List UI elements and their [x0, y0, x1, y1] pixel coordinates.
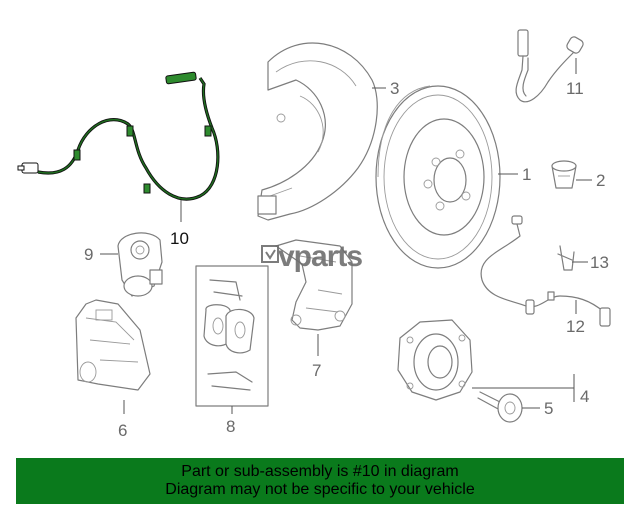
part-3-dust-shield[interactable] [257, 42, 378, 221]
part-6-caliper[interactable] [75, 299, 151, 391]
callout-6[interactable]: 6 [118, 421, 127, 440]
callout-12[interactable]: 12 [566, 317, 585, 336]
banner-line-1: Part or sub-assembly is #10 in diagram [181, 463, 459, 480]
callout-1[interactable]: 1 [522, 165, 531, 184]
banner-line-2: Diagram may not be specific to your vehi… [165, 481, 475, 498]
part-4-wheel-hub[interactable] [397, 319, 473, 401]
callout-4[interactable]: 4 [580, 387, 589, 406]
callout-13[interactable]: 13 [590, 253, 609, 272]
watermark-text: vparts [278, 240, 362, 273]
callout-2[interactable]: 2 [596, 171, 605, 190]
callout-11[interactable]: 11 [566, 79, 584, 98]
callout-8[interactable]: 8 [226, 417, 235, 436]
part-12-sensor-cable[interactable] [480, 215, 611, 327]
part-5-axle-bolt[interactable] [477, 391, 523, 423]
vparts-watermark: vparts [261, 240, 363, 273]
callout-9[interactable]: 9 [84, 245, 93, 264]
part-9-actuator-motor[interactable] [117, 232, 163, 297]
callout-3[interactable]: 3 [390, 79, 399, 98]
part-10-wear-sensor[interactable] [17, 71, 220, 201]
info-banner: Part or sub-assembly is #10 in diagram D… [16, 458, 624, 504]
part-8-brake-pad-kit[interactable] [195, 265, 269, 407]
part-11-wear-sensor-rear[interactable] [515, 29, 585, 103]
part-1-brake-rotor[interactable] [375, 85, 501, 269]
part-13-clip[interactable] [557, 245, 575, 271]
callout-7[interactable]: 7 [312, 361, 321, 380]
callout-10[interactable]: 10 [170, 229, 189, 248]
part-7-caliper-carrier[interactable] [275, 239, 353, 331]
callout-5[interactable]: 5 [544, 399, 553, 418]
part-2-screw[interactable] [551, 160, 577, 189]
